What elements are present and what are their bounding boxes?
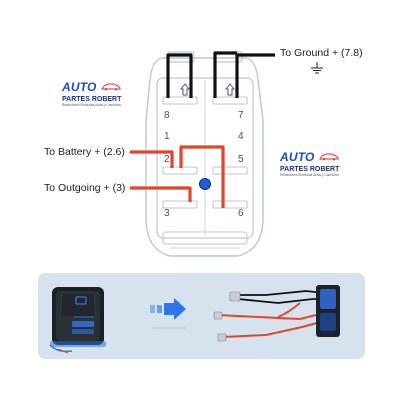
ground-wire-pin8 [166,53,193,98]
ground-wire-pin7b [213,51,237,98]
terminal-7 [212,96,248,105]
outgoing-wire [130,186,192,202]
wiring-diagram [130,51,323,257]
switch-housing [145,57,264,257]
switch-bottom-bar [162,231,248,245]
terminal-6 [212,200,248,209]
pin-number-2: 2 [164,154,170,165]
pin-number-7: 7 [238,110,244,121]
terminal-5 [212,166,248,175]
brand-logo-left: AUTO PARTES ROBERT Refacciones Eléctrica… [62,78,128,107]
rocker-switch-image [49,287,106,354]
pin-number-6: 6 [238,208,244,219]
arrow-right-icon [150,298,186,329]
ground-label: To Ground + (7.8) [280,47,363,59]
switch-inner-body [156,77,254,239]
terminal-2 [162,166,198,175]
logo-brand-bottom: PARTES ROBERT [280,166,340,173]
pin-number-4: 4 [238,131,244,142]
car-icon [319,153,339,161]
logo-brand-bottom: PARTES ROBERT [62,96,122,103]
wired-switch-image [213,285,340,342]
logo-brand-top: AUTO [280,150,315,164]
car-icon [101,83,121,91]
battery-wire [130,150,174,168]
brand-logo-right: AUTO PARTES ROBERT Refacciones Eléctrica… [280,148,346,177]
pin-number-1: 1 [164,131,170,142]
arrow-up-icon [180,83,190,96]
battery-jumper-wire [179,145,225,208]
terminal-3 [162,200,198,209]
battery-label: To Battery + (2.6) [44,146,125,158]
ground-wire-pin7 [235,53,275,98]
indicator-led-icon [199,178,211,190]
product-photo-panel [38,273,365,359]
pin-number-5: 5 [238,154,244,165]
outgoing-label: To Outgoing + (3) [44,182,126,194]
logo-tagline: Refacciones Eléctricas Autos y Camiones [280,173,339,177]
product-illustration [49,285,340,354]
pin-number-8: 8 [164,110,170,121]
arrow-up-icon [225,83,235,96]
pin-number-3: 3 [164,208,170,219]
ground-icon [311,62,323,74]
logo-tagline: Refacciones Eléctricas Autos y Camiones [62,103,121,107]
logo-brand-top: AUTO [62,80,97,94]
terminal-8 [162,96,198,105]
